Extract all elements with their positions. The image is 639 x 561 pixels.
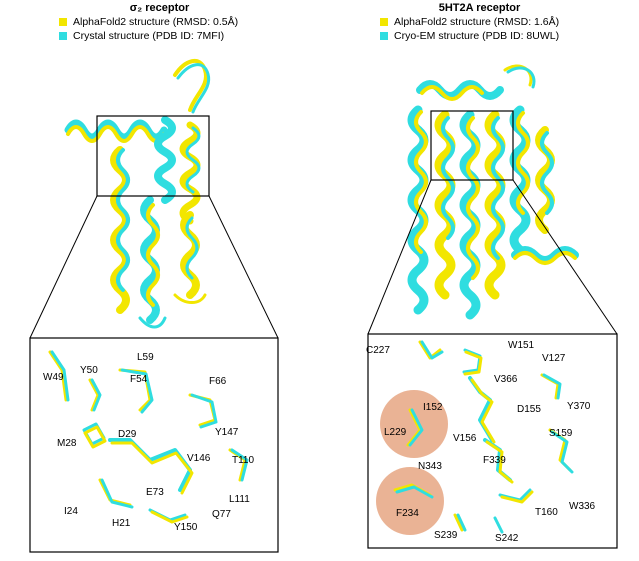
sigma2-zoom-box — [96, 115, 210, 197]
residue-label: M28 — [57, 438, 77, 449]
residue-label: L59 — [137, 352, 154, 363]
residue-label: V146 — [187, 453, 211, 464]
residue-label: N343 — [418, 461, 442, 472]
sigma2-ribbon — [64, 59, 211, 329]
highlight-circle-f234 — [376, 467, 444, 535]
residue-label: Y147 — [215, 427, 239, 438]
residue-label: I24 — [64, 506, 78, 517]
residue-label: H21 — [112, 518, 131, 529]
5ht2a-legend-cryoem: Cryo-EM structure (PDB ID: 8UWL) — [380, 29, 559, 43]
residue-label: W151 — [508, 340, 535, 351]
residue-label: Y50 — [80, 365, 98, 376]
residue-label: Q77 — [212, 509, 231, 520]
sigma2-legend-alphafold: AlphaFold2 structure (RMSD: 0.5Å) — [59, 15, 238, 29]
residue-label: L229 — [384, 427, 407, 438]
residue-label: T160 — [535, 507, 558, 518]
sigma2-title: σ₂ receptor — [129, 2, 190, 14]
5ht2a-ribbon — [407, 64, 579, 320]
5ht2a-structure-art — [367, 64, 618, 549]
alphafold-swatch — [59, 18, 67, 26]
residue-label: V366 — [494, 374, 518, 385]
residue-label: Y150 — [174, 522, 198, 533]
residue-label: F66 — [209, 376, 227, 387]
cryoem-swatch — [380, 32, 388, 40]
residue-label: E73 — [146, 487, 164, 498]
5ht2a-panel: 5HT2A receptor AlphaFold2 structure (RMS… — [320, 0, 639, 561]
residue-label: L111 — [229, 494, 250, 505]
residue-label: D29 — [118, 429, 137, 440]
5ht2a-legend: AlphaFold2 structure (RMSD: 1.6Å) Cryo-E… — [380, 15, 559, 43]
5ht2a-title: 5HT2A receptor — [438, 2, 521, 14]
sigma2-closeup-frame — [29, 337, 279, 553]
5ht2a-closeup-frame — [367, 333, 618, 549]
5ht2a-zoom-box — [430, 110, 514, 181]
sigma2-structure-art — [29, 59, 279, 553]
sigma2-legend: AlphaFold2 structure (RMSD: 0.5Å) Crysta… — [59, 15, 238, 43]
residue-label: S159 — [549, 428, 573, 439]
residue-label: D155 — [517, 404, 541, 415]
highlight-circle-l229 — [380, 390, 448, 458]
residue-label: W336 — [569, 501, 596, 512]
residue-label: V156 — [453, 433, 477, 444]
sigma2-legend-crystal: Crystal structure (PDB ID: 7MFI) — [59, 29, 238, 43]
residue-label: S239 — [434, 530, 458, 541]
residue-label: F234 — [396, 508, 419, 519]
alphafold-swatch — [380, 18, 388, 26]
sigma2-closeup-sticks — [48, 350, 249, 524]
residue-label: C227 — [366, 345, 390, 356]
residue-label: W49 — [43, 372, 64, 383]
sigma2-panel: σ₂ receptor AlphaFold2 structure (RMSD: … — [0, 0, 319, 561]
residue-label: S242 — [495, 533, 519, 544]
5ht2a-legend-alphafold: AlphaFold2 structure (RMSD: 1.6Å) — [380, 15, 559, 29]
5ht2a-closeup-sticks — [393, 340, 574, 534]
residue-label: V127 — [542, 353, 566, 364]
residue-label: I152 — [423, 402, 443, 413]
residue-label: T110 — [232, 455, 255, 466]
residue-label: F54 — [130, 374, 148, 385]
residue-label: F339 — [483, 455, 506, 466]
crystal-swatch — [59, 32, 67, 40]
residue-label: Y370 — [567, 401, 591, 412]
